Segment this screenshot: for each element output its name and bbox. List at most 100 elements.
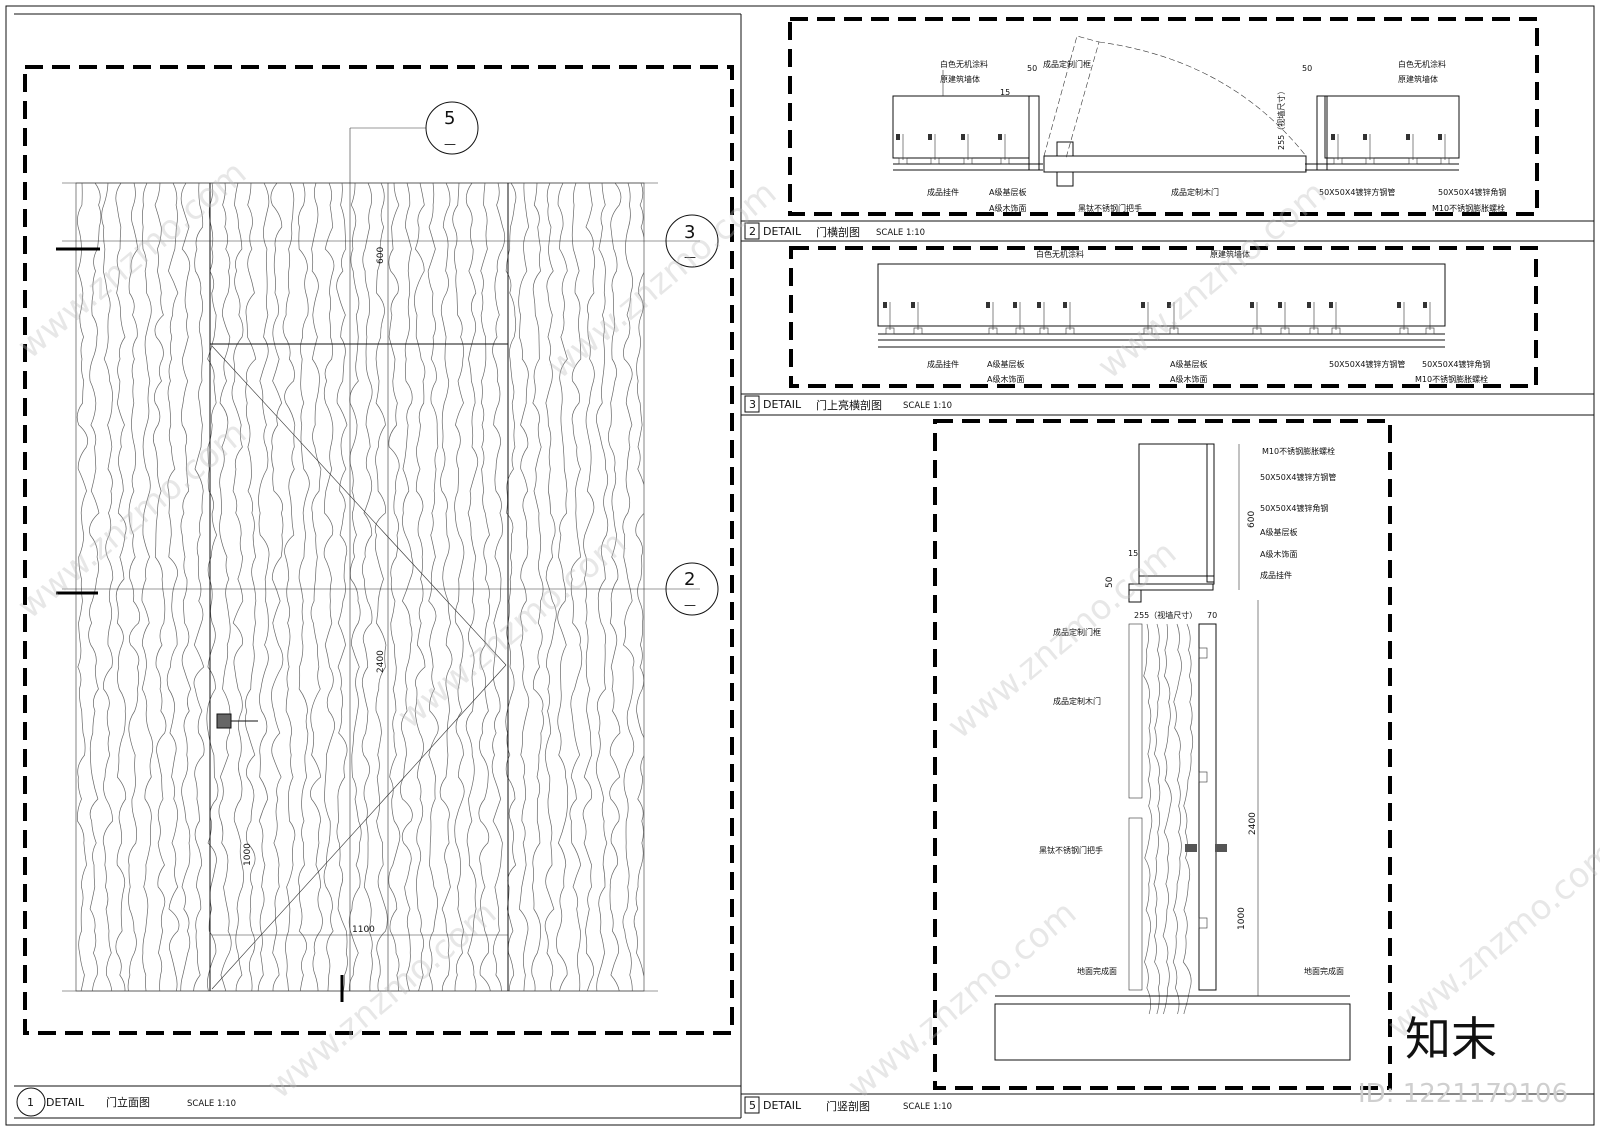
detail-2-frame	[788, 17, 1539, 216]
svg-text:白色无机涂料: 白色无机涂料	[1036, 249, 1084, 259]
svg-text:原建筑墙体: 原建筑墙体	[1210, 249, 1250, 259]
detail-5-labels: M10不锈钢膨胀螺栓 50X50X4镀锌方钢管 50X50X4镀锌角钢 A级基层…	[1039, 446, 1344, 976]
svg-text:3: 3	[749, 398, 756, 411]
svg-text:600: 600	[1247, 511, 1257, 528]
svg-text:50: 50	[1105, 576, 1115, 588]
detail-2-titlebar: 2 DETAIL 门横剖图 SCALE 1:10	[741, 220, 1594, 242]
brand-logo: 知末	[1405, 1012, 1497, 1066]
dim-1000: 1000	[243, 843, 253, 866]
svg-text:—: —	[684, 250, 696, 264]
svg-text:2400: 2400	[1248, 812, 1258, 835]
svg-text:5: 5	[749, 1099, 756, 1112]
dim-1100: 1100	[352, 925, 375, 935]
svg-text:M10不锈钢膨胀螺栓: M10不锈钢膨胀螺栓	[1262, 446, 1335, 456]
svg-text:成品挂件: 成品挂件	[927, 359, 959, 369]
detail-3-titlebar: 3 DETAIL 门上亮横剖图 SCALE 1:10	[741, 393, 1594, 416]
svg-text:www.znzmo.com: www.znzmo.com	[940, 533, 1184, 747]
svg-text:DETAIL: DETAIL	[763, 225, 802, 238]
svg-text:SCALE 1:10: SCALE 1:10	[187, 1099, 236, 1109]
elevation-wood-panel	[56, 127, 700, 1002]
door-swing-line	[211, 345, 507, 666]
svg-text:A级基层板: A级基层板	[1170, 359, 1207, 369]
svg-text:门立面图: 门立面图	[106, 1095, 150, 1109]
svg-text:www.znzmo.com: www.znzmo.com	[260, 893, 504, 1107]
svg-text:—: —	[684, 598, 696, 612]
svg-text:2: 2	[749, 225, 756, 238]
detail-2-labels: 白色无机涂料 原建筑墙体 成品定制门框 50 50 15 255（视墙尺寸） 成…	[927, 59, 1506, 213]
svg-text:www.znzmo.com: www.znzmo.com	[540, 173, 784, 387]
transom-section-drawing	[877, 263, 1446, 348]
svg-text:M10不锈钢膨胀螺栓: M10不锈钢膨胀螺栓	[1415, 374, 1488, 384]
svg-text:50: 50	[1027, 64, 1037, 73]
door-handle	[216, 713, 232, 729]
svg-text:255（视墙尺寸）: 255（视墙尺寸）	[1134, 610, 1197, 620]
section-marker-3: 3 —	[665, 214, 719, 268]
svg-text:门上亮横剖图: 门上亮横剖图	[816, 398, 882, 412]
svg-text:SCALE 1:10: SCALE 1:10	[876, 228, 925, 238]
section-marker-2: 2 —	[665, 562, 719, 616]
door-leaf-section	[1043, 155, 1307, 173]
svg-text:15: 15	[1000, 88, 1010, 97]
door-section-drawing	[892, 35, 1460, 187]
dim-2400: 2400	[376, 650, 386, 673]
svg-text:255（视墙尺寸）: 255（视墙尺寸）	[1276, 87, 1286, 150]
svg-text:SCALE 1:10: SCALE 1:10	[903, 401, 952, 411]
svg-text:地面完成面: 地面完成面	[1077, 966, 1117, 976]
svg-text:A级基层板: A级基层板	[987, 359, 1024, 369]
svg-text:50X50X4镀锌角钢: 50X50X4镀锌角钢	[1438, 187, 1506, 197]
svg-text:A级基层板: A级基层板	[989, 187, 1026, 197]
svg-text:成品定制木门: 成品定制木门	[1171, 187, 1219, 197]
svg-text:成品挂件: 成品挂件	[1260, 570, 1292, 580]
detail-5-frame	[933, 419, 1392, 1090]
svg-text:www.znzmo.com: www.znzmo.com	[10, 153, 254, 367]
svg-text:1000: 1000	[1237, 907, 1247, 930]
svg-text:—: —	[444, 137, 456, 151]
detail-1-frame	[23, 65, 734, 1035]
svg-text:SCALE 1:10: SCALE 1:10	[903, 1102, 952, 1112]
svg-text:50X50X4镀锌角钢: 50X50X4镀锌角钢	[1422, 359, 1490, 369]
svg-text:原建筑墙体: 原建筑墙体	[1398, 74, 1438, 84]
image-id: ID: 1221179106	[1358, 1079, 1568, 1109]
svg-text:门竖剖图: 门竖剖图	[826, 1099, 870, 1113]
svg-text:50X50X4镀锌角钢: 50X50X4镀锌角钢	[1260, 503, 1328, 513]
svg-text:15: 15	[1128, 549, 1138, 558]
svg-text:50X50X4镀锌方钢管: 50X50X4镀锌方钢管	[1319, 187, 1395, 197]
svg-text:www.znzmo.com: www.znzmo.com	[840, 893, 1084, 1107]
vertical-section-drawing	[994, 443, 1351, 1061]
svg-text:50X50X4镀锌方钢管: 50X50X4镀锌方钢管	[1329, 359, 1405, 369]
svg-text:成品定制门框: 成品定制门框	[1043, 59, 1091, 69]
svg-text:成品定制门框: 成品定制门框	[1053, 627, 1101, 637]
svg-text:白色无机涂料: 白色无机涂料	[940, 59, 988, 69]
svg-text:DETAIL: DETAIL	[763, 1099, 802, 1112]
svg-text:白色无机涂料: 白色无机涂料	[1398, 59, 1446, 69]
svg-text:DETAIL: DETAIL	[763, 398, 802, 411]
svg-text:50: 50	[1302, 64, 1312, 73]
svg-text:2: 2	[684, 569, 695, 590]
elevation-dimensions: 600 2400 1000 1100	[243, 247, 386, 935]
svg-text:50X50X4镀锌方钢管: 50X50X4镀锌方钢管	[1260, 472, 1336, 482]
section-marker-5: 5 —	[425, 101, 479, 155]
svg-text:A级木饰面: A级木饰面	[1170, 374, 1207, 384]
svg-text:A级木饰面: A级木饰面	[1260, 549, 1297, 559]
svg-text:A级木饰面: A级木饰面	[989, 203, 1026, 213]
svg-text:1: 1	[27, 1096, 34, 1109]
svg-text:DETAIL: DETAIL	[46, 1096, 85, 1109]
svg-text:黑钛不锈钢门把手: 黑钛不锈钢门把手	[1039, 845, 1103, 855]
svg-text:成品定制木门: 成品定制木门	[1053, 696, 1101, 706]
sheet-border	[5, 5, 1595, 1126]
svg-text:5: 5	[444, 108, 455, 129]
floor-slab	[994, 1003, 1351, 1061]
svg-text:地面完成面: 地面完成面	[1304, 966, 1344, 976]
detail-3-frame	[789, 246, 1538, 388]
dim-600: 600	[376, 247, 386, 264]
svg-text:A级基层板: A级基层板	[1260, 527, 1297, 537]
svg-text:门横剖图: 门横剖图	[816, 225, 860, 239]
svg-text:3: 3	[684, 222, 695, 243]
detail-5-titlebar: 5 DETAIL 门竖剖图 SCALE 1:10	[741, 1093, 1594, 1114]
svg-text:M10不锈钢膨胀螺栓: M10不锈钢膨胀螺栓	[1432, 203, 1505, 213]
svg-text:A级木饰面: A级木饰面	[987, 374, 1024, 384]
svg-text:70: 70	[1207, 611, 1217, 620]
svg-text:www.znzmo.com: www.znzmo.com	[10, 413, 254, 627]
detail-3-labels: 白色无机涂料 原建筑墙体 成品挂件 A级基层板 A级木饰面 A级基层板 A级木饰…	[927, 249, 1490, 384]
